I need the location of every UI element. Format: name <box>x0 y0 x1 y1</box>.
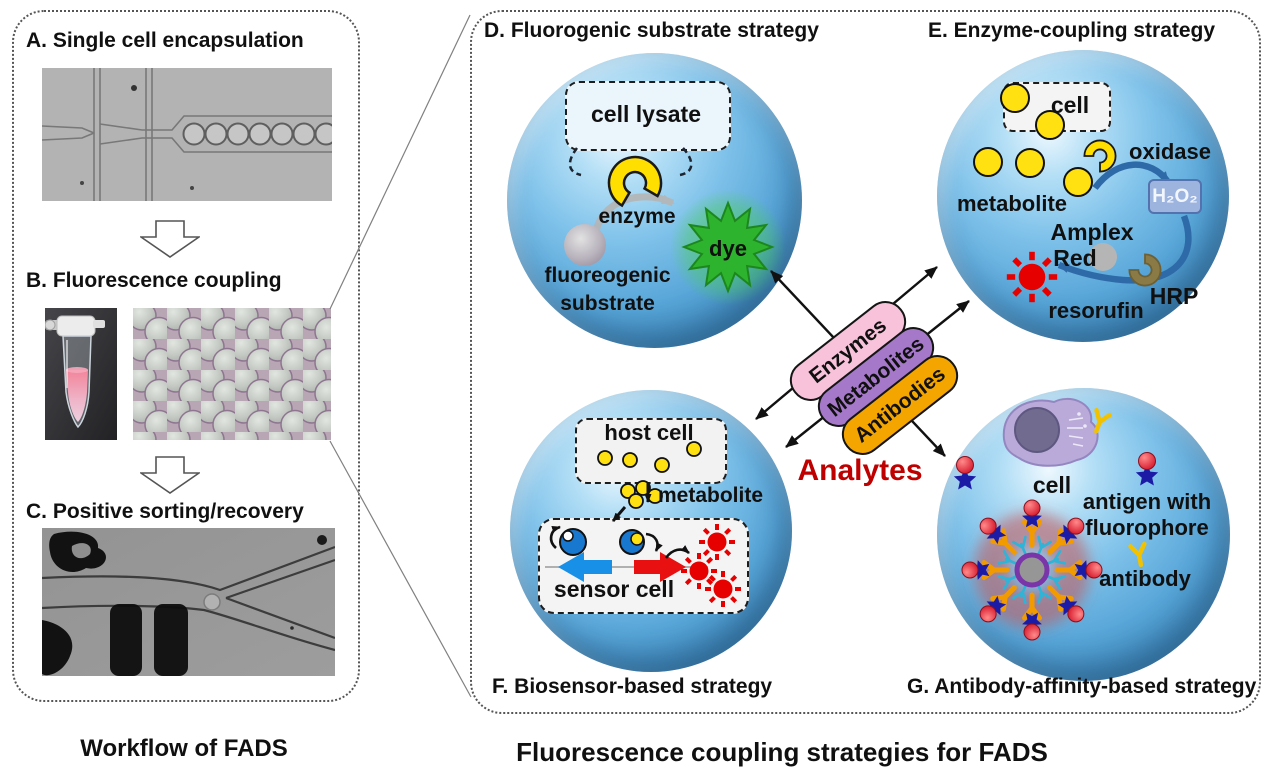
metabolite-dot <box>686 441 702 457</box>
workflow-caption: Workflow of FADS <box>80 735 288 762</box>
metabolite-dot <box>973 147 1003 177</box>
metabolite-dot <box>1015 148 1045 178</box>
fluorophore-icon <box>679 551 719 591</box>
capture-bead-icon <box>1014 552 1050 588</box>
cell-dot <box>630 532 644 546</box>
substrate-bead-icon <box>564 224 606 266</box>
uptake-arrow <box>611 506 627 522</box>
antigen-fluorophore-icon <box>1136 453 1158 486</box>
droplet-sphere-d: cell lysate enzyme dye fluoreogenic subs… <box>507 53 802 348</box>
antibody-label: antibody <box>1099 566 1191 591</box>
metabolite-label: metabolite <box>956 191 1068 216</box>
down-arrow-2-icon <box>140 456 200 494</box>
cell-label: cell <box>1050 91 1090 118</box>
dye-label: dye <box>709 236 747 261</box>
down-arrow-1-icon <box>140 220 200 258</box>
cell-label: cell <box>1032 472 1072 498</box>
metabolite-dot <box>620 483 636 499</box>
enzyme-icon <box>607 155 663 208</box>
cell-lysate-box <box>565 81 731 151</box>
encapsulation-micrograph <box>42 68 332 201</box>
step-c-title: C. Positive sorting/recovery <box>26 500 304 523</box>
enzyme-label: enzyme <box>598 205 676 228</box>
strategy-f-title: F. Biosensor-based strategy <box>492 675 773 698</box>
fluorophore-icon <box>697 522 737 562</box>
expression-arrow <box>645 532 663 552</box>
bubble-tail-right <box>679 147 693 177</box>
droplet-sphere-g: cell antigen with fluorophore antibody <box>937 388 1230 681</box>
metabolite-dot <box>1035 110 1065 140</box>
cell-lysate-label: cell lysate <box>591 100 701 127</box>
metabolite-dot <box>1063 167 1093 197</box>
metabolite-dot <box>597 450 613 466</box>
resorufin-label: resorufin <box>1048 298 1144 323</box>
oxidase-arrow <box>1092 161 1171 191</box>
metabolite-dot <box>654 457 670 473</box>
antibody-icon <box>1131 544 1148 566</box>
metabolite-dot <box>628 493 644 509</box>
antigen-label-line1: antigen with <box>1082 489 1212 514</box>
oxidase-label: oxidase <box>1129 139 1211 164</box>
antigen-fluorophore-icon <box>954 457 976 490</box>
metabolite-label: metabolite <box>658 484 764 507</box>
host-cell-box <box>575 418 727 484</box>
analytes-label: Analytes <box>797 454 923 487</box>
dye-star-icon <box>681 200 775 294</box>
hrp-arrow <box>1057 214 1192 284</box>
host-cell-label: host cell <box>604 420 694 445</box>
droplet-sphere-f: host cell metabolite sensor cell <box>510 390 792 672</box>
cell-illustration <box>1002 397 1099 467</box>
strategy-g-title: G. Antibody-affinity-based strategy <box>907 675 1257 698</box>
sensor-cell-label: sensor cell <box>553 576 675 602</box>
hrp-label: HRP <box>1149 283 1199 309</box>
step-b-title: B. Fluorescence coupling <box>26 269 282 292</box>
metabolite-dot <box>622 452 638 468</box>
step-a-title: A. Single cell encapsulation <box>26 29 304 52</box>
expression-arrow <box>549 525 561 549</box>
hrp-icon <box>1128 253 1162 287</box>
h2o2-box: H₂O₂ <box>1148 179 1202 214</box>
droplet-pack-micrograph <box>133 308 331 440</box>
amplex-label-line1: Amplex <box>1050 219 1134 245</box>
sorting-micrograph <box>42 528 335 676</box>
antigen-label-line2: fluorophore <box>1085 515 1209 540</box>
strategies-caption: Fluorescence coupling strategies for FAD… <box>516 737 1048 767</box>
bubble-tail-left <box>568 147 582 177</box>
sample-tube-photo <box>45 308 117 440</box>
metabolite-dot <box>1000 83 1030 113</box>
fluorescence-arrow <box>664 545 690 559</box>
droplet-sphere-e: cell oxidase metabolite H₂O₂ Amplex Red … <box>937 50 1229 342</box>
reporter-arrow-icon <box>634 552 686 582</box>
substrate-label-line1: fluoreogenic <box>544 264 671 287</box>
strategy-d-title: D. Fluorogenic substrate strategy <box>484 19 819 42</box>
amplex-label-line2: Red <box>1053 245 1097 271</box>
repressor-arrow-icon <box>558 552 612 582</box>
substrate-label-line2: substrate <box>560 292 655 315</box>
cell-dot <box>562 530 574 542</box>
strategy-e-title: E. Enzyme-coupling strategy <box>928 19 1216 42</box>
amplex-red-bead-icon <box>1089 243 1117 271</box>
oxidase-icon <box>1083 139 1117 173</box>
fluorophore-icon <box>703 569 743 609</box>
capture-bead-complex <box>962 500 1102 640</box>
